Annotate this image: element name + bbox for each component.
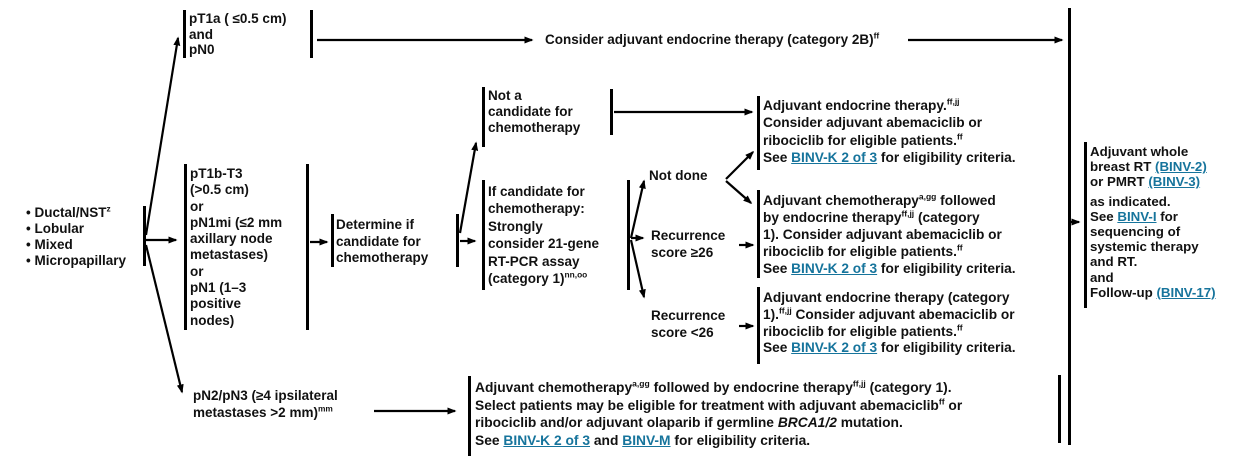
pt1b-bar-right bbox=[306, 164, 309, 330]
not-candidate-bar-left bbox=[482, 87, 485, 147]
pt1a-bar-right bbox=[310, 10, 313, 58]
link-binv-k-2-of-3[interactable]: BINV-K 2 of 3 bbox=[791, 340, 878, 356]
link-binv-k-2-of-3[interactable]: BINV-K 2 of 3 bbox=[791, 149, 878, 165]
determine-bar-left bbox=[331, 214, 334, 267]
final-box-bar bbox=[1084, 142, 1087, 308]
link-binv-m[interactable]: BINV-M bbox=[622, 433, 671, 449]
not-candidate-bar-right bbox=[610, 89, 613, 135]
node-bottom-box: Adjuvant chemotherapya,gg followed by en… bbox=[475, 378, 963, 449]
chemo-endocrine-box-bar bbox=[757, 190, 760, 278]
if-candidate-bar-right bbox=[627, 180, 630, 290]
link-binv-k-2-of-3[interactable]: BINV-K 2 of 3 bbox=[503, 433, 591, 449]
bottom-box-bar-right bbox=[1058, 375, 1061, 443]
link-binv-2[interactable]: (BINV-2) bbox=[1155, 159, 1207, 175]
node-top-path-label: Consider adjuvant endocrine therapy (cat… bbox=[545, 30, 880, 47]
pt1a-bar-left bbox=[183, 10, 186, 58]
collector-bar bbox=[1068, 8, 1071, 445]
histology-branch-bar bbox=[143, 206, 146, 266]
node-not-done-label: Not done bbox=[649, 168, 708, 183]
link-binv-17[interactable]: (BINV-17) bbox=[1156, 284, 1216, 300]
endocrine-cat1-box-bar bbox=[757, 287, 760, 364]
link-binv-i[interactable]: BINV-I bbox=[1117, 208, 1157, 224]
bottom-box-bar-left bbox=[468, 376, 471, 456]
endocrine-box-bar bbox=[757, 96, 760, 170]
link-binv-k-2-of-3[interactable]: BINV-K 2 of 3 bbox=[791, 261, 878, 276]
node-histology: • Ductal/NSTz• Lobular• Mixed• Micropapi… bbox=[26, 203, 127, 268]
pt1b-bar-left bbox=[184, 164, 187, 330]
link-binv-3[interactable]: (BINV-3) bbox=[1148, 174, 1201, 190]
determine-bar-right bbox=[456, 214, 459, 267]
if-candidate-bar-left bbox=[482, 180, 485, 290]
